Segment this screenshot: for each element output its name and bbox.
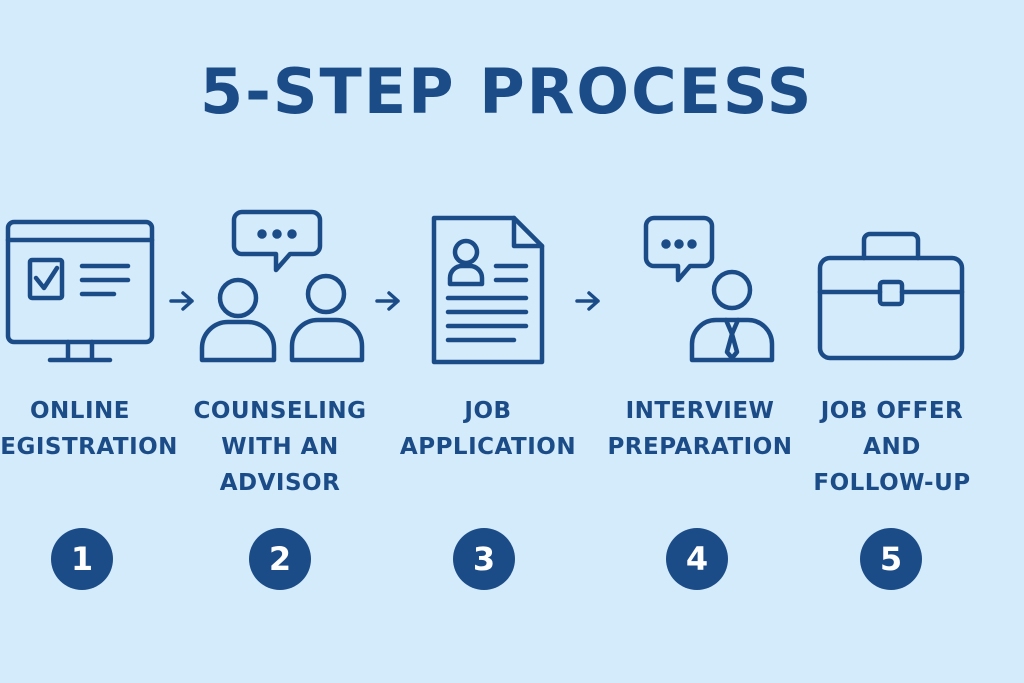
step-5-label: JOB OFFER AND FOLLOW-UP [792, 393, 992, 501]
label-line: ADVISOR [219, 470, 341, 496]
step-1-label: ONLINE REGISTRATION [0, 393, 180, 465]
arrow-right-icon [574, 290, 602, 316]
label-line: FOLLOW-UP [813, 470, 971, 496]
step-3-number-badge: 3 [453, 528, 515, 590]
page-title: 5-STEP PROCESS [200, 55, 814, 128]
briefcase-icon [816, 230, 966, 362]
step-1-number-badge: 1 [51, 528, 113, 590]
arrow-right-icon [374, 290, 402, 316]
step-3-label: JOB APPLICATION [388, 393, 588, 465]
resume-document-icon [430, 214, 546, 366]
label-line: COUNSELING [193, 398, 367, 424]
computer-checkbox-icon [4, 218, 156, 368]
label-line: APPLICATION [399, 434, 577, 460]
label-line: REGISTRATION [0, 434, 178, 460]
label-line: AND [863, 434, 921, 460]
label-line: INTERVIEW [625, 398, 775, 424]
step-4-number-badge: 4 [666, 528, 728, 590]
label-line: JOB [464, 398, 512, 424]
advisor-chat-icon [198, 206, 368, 366]
label-line: JOB OFFER [820, 398, 964, 424]
step-4-label: INTERVIEW PREPARATION [600, 393, 800, 465]
step-2-number-badge: 2 [249, 528, 311, 590]
label-line: PREPARATION [607, 434, 793, 460]
label-line: WITH AN [221, 434, 339, 460]
step-2-label: COUNSELING WITH AN ADVISOR [180, 393, 380, 501]
label-line: ONLINE [30, 398, 130, 424]
step-5-number-badge: 5 [860, 528, 922, 590]
interview-person-icon [642, 214, 776, 366]
arrow-right-icon [168, 290, 196, 316]
